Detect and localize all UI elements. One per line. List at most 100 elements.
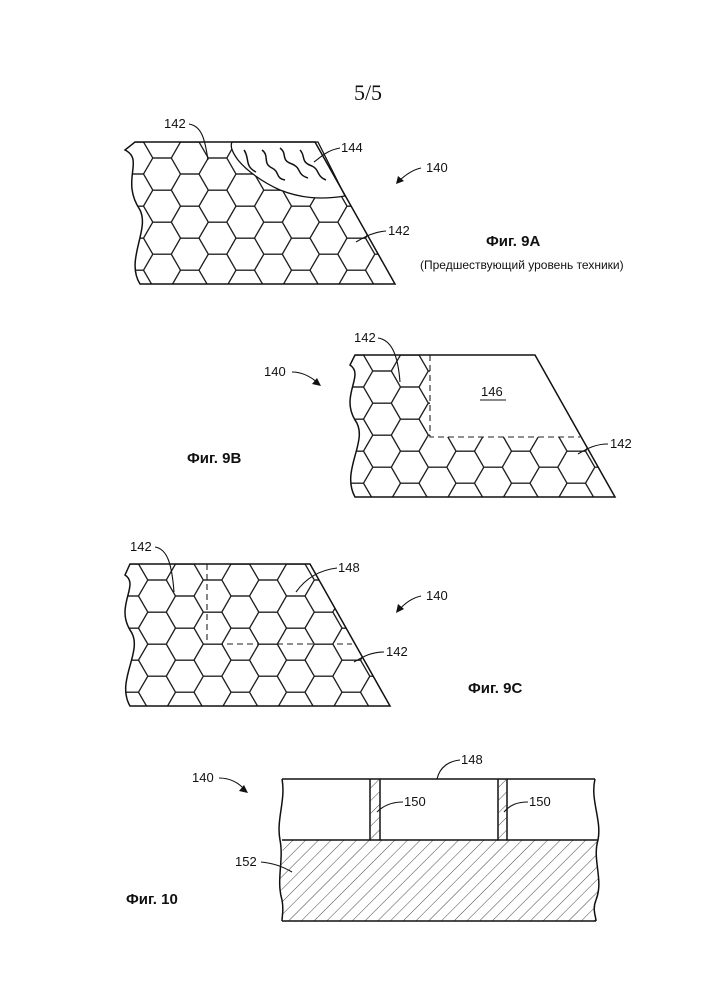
honeycomb-cell <box>613 355 650 387</box>
left-edge-10 <box>279 779 283 921</box>
honeycomb-cell <box>88 222 125 254</box>
honeycomb-cell <box>116 270 153 302</box>
honeycomb-cell <box>393 142 430 174</box>
label-142-top-9b: 142 <box>354 330 376 345</box>
honeycomb-cell <box>277 564 314 596</box>
honeycomb-cell <box>558 483 595 515</box>
figure-9c: 142 148 140 142 Фиг. 9С <box>83 516 522 740</box>
honeycomb-cell <box>144 254 181 286</box>
honeycomb-cell <box>475 435 512 467</box>
honeycomb-cell <box>419 499 456 531</box>
label-142-right-9a: 142 <box>388 223 410 238</box>
honeycomb-cell <box>364 371 401 403</box>
sheet-number: 5/5 <box>354 80 382 105</box>
honeycomb-cell <box>338 270 375 302</box>
honeycomb-cell <box>338 238 375 270</box>
honeycomb-cell <box>361 708 398 740</box>
honeycomb-cell <box>308 371 345 403</box>
honeycomb-cell <box>194 516 231 548</box>
figure-9b-title: Фиг. 9В <box>187 450 241 467</box>
label-148-9c: 148 <box>338 560 360 575</box>
honeycomb-cell <box>255 222 292 254</box>
honeycomb-cell <box>83 580 120 612</box>
honeycomb-cell <box>336 419 373 451</box>
label-142-left-9c: 142 <box>130 539 152 554</box>
honeycomb-cell <box>282 110 319 142</box>
honeycomb-cell <box>277 692 314 724</box>
honeycomb-cell <box>388 532 425 564</box>
honeycomb-cell <box>255 254 292 286</box>
honeycomb-cell <box>83 644 120 676</box>
honeycomb-cell <box>361 516 398 548</box>
honeycomb-cell <box>419 435 456 467</box>
top-block-left <box>282 779 370 840</box>
honeycomb-cell <box>391 323 428 355</box>
honeycomb-cell <box>88 158 125 190</box>
honeycomb-cell <box>144 190 181 222</box>
honeycomb-cell <box>83 708 120 740</box>
label-152: 152 <box>235 854 257 869</box>
honeycomb-cell <box>305 708 342 740</box>
honeycomb-cell <box>558 451 595 483</box>
honeycomb-cell <box>88 254 125 286</box>
honeycomb-cell <box>171 270 208 302</box>
honeycomb-cell <box>364 467 401 499</box>
honeycomb-cell <box>111 660 148 692</box>
honeycomb-cell <box>393 270 430 302</box>
honeycomb-cell <box>139 708 176 740</box>
honeycomb-cell <box>111 692 148 724</box>
honeycomb-cell <box>502 451 539 483</box>
honeycomb-cell <box>171 174 208 206</box>
honeycomb-cell <box>333 660 370 692</box>
honeycomb-cell <box>310 94 347 126</box>
honeycomb-cell <box>250 580 287 612</box>
honeycomb-cell <box>586 339 623 371</box>
honeycomb-cell <box>166 628 203 660</box>
honeycomb-cell <box>199 158 236 190</box>
label-150-right: 150 <box>529 794 551 809</box>
honeycomb-cell <box>222 596 259 628</box>
honeycomb-cell <box>199 190 236 222</box>
top-block-middle <box>380 779 498 840</box>
top-block-right <box>507 779 598 840</box>
honeycomb-cell <box>586 307 623 339</box>
honeycomb-cell <box>391 419 428 451</box>
arrow-140-10 <box>219 778 245 790</box>
honeycomb-cell <box>166 596 203 628</box>
label-140-9b: 140 <box>264 364 286 379</box>
honeycomb-cell <box>250 644 287 676</box>
damage-region-144 <box>231 142 345 198</box>
arrowhead-140-10 <box>239 785 248 793</box>
honeycomb-cell <box>308 339 345 371</box>
honeycomb-cell <box>305 676 342 708</box>
honeycomb-cell <box>199 94 236 126</box>
honeycomb-cell <box>144 222 181 254</box>
honeycomb-cell <box>88 286 125 318</box>
honeycomb-cell <box>308 499 345 531</box>
label-150-left: 150 <box>404 794 426 809</box>
honeycomb-cell <box>305 644 342 676</box>
honeycomb-cell <box>305 612 342 644</box>
honeycomb-cell <box>83 612 120 644</box>
honeycomb-cell <box>613 483 650 515</box>
honeycomb-cell <box>391 387 428 419</box>
honeycomb-cell <box>336 483 373 515</box>
honeycomb-cell <box>586 371 623 403</box>
honeycomb-cell <box>419 467 456 499</box>
honeycomb-cell <box>586 499 623 531</box>
honeycomb-cell <box>530 499 567 531</box>
honeycomb-cell <box>194 644 231 676</box>
honeycomb-cell <box>250 612 287 644</box>
honeycomb-cell <box>558 355 595 387</box>
honeycomb-cell <box>447 483 484 515</box>
honeycomb-cell <box>116 174 153 206</box>
honeycomb-cell <box>199 222 236 254</box>
honeycomb-cell <box>194 676 231 708</box>
honeycomb-cell <box>310 286 347 318</box>
honeycomb-cell <box>144 158 181 190</box>
honeycomb-cell <box>116 206 153 238</box>
label-140-9a: 140 <box>426 160 448 175</box>
honeycomb-cell <box>388 660 425 692</box>
honeycomb-cell <box>388 596 425 628</box>
